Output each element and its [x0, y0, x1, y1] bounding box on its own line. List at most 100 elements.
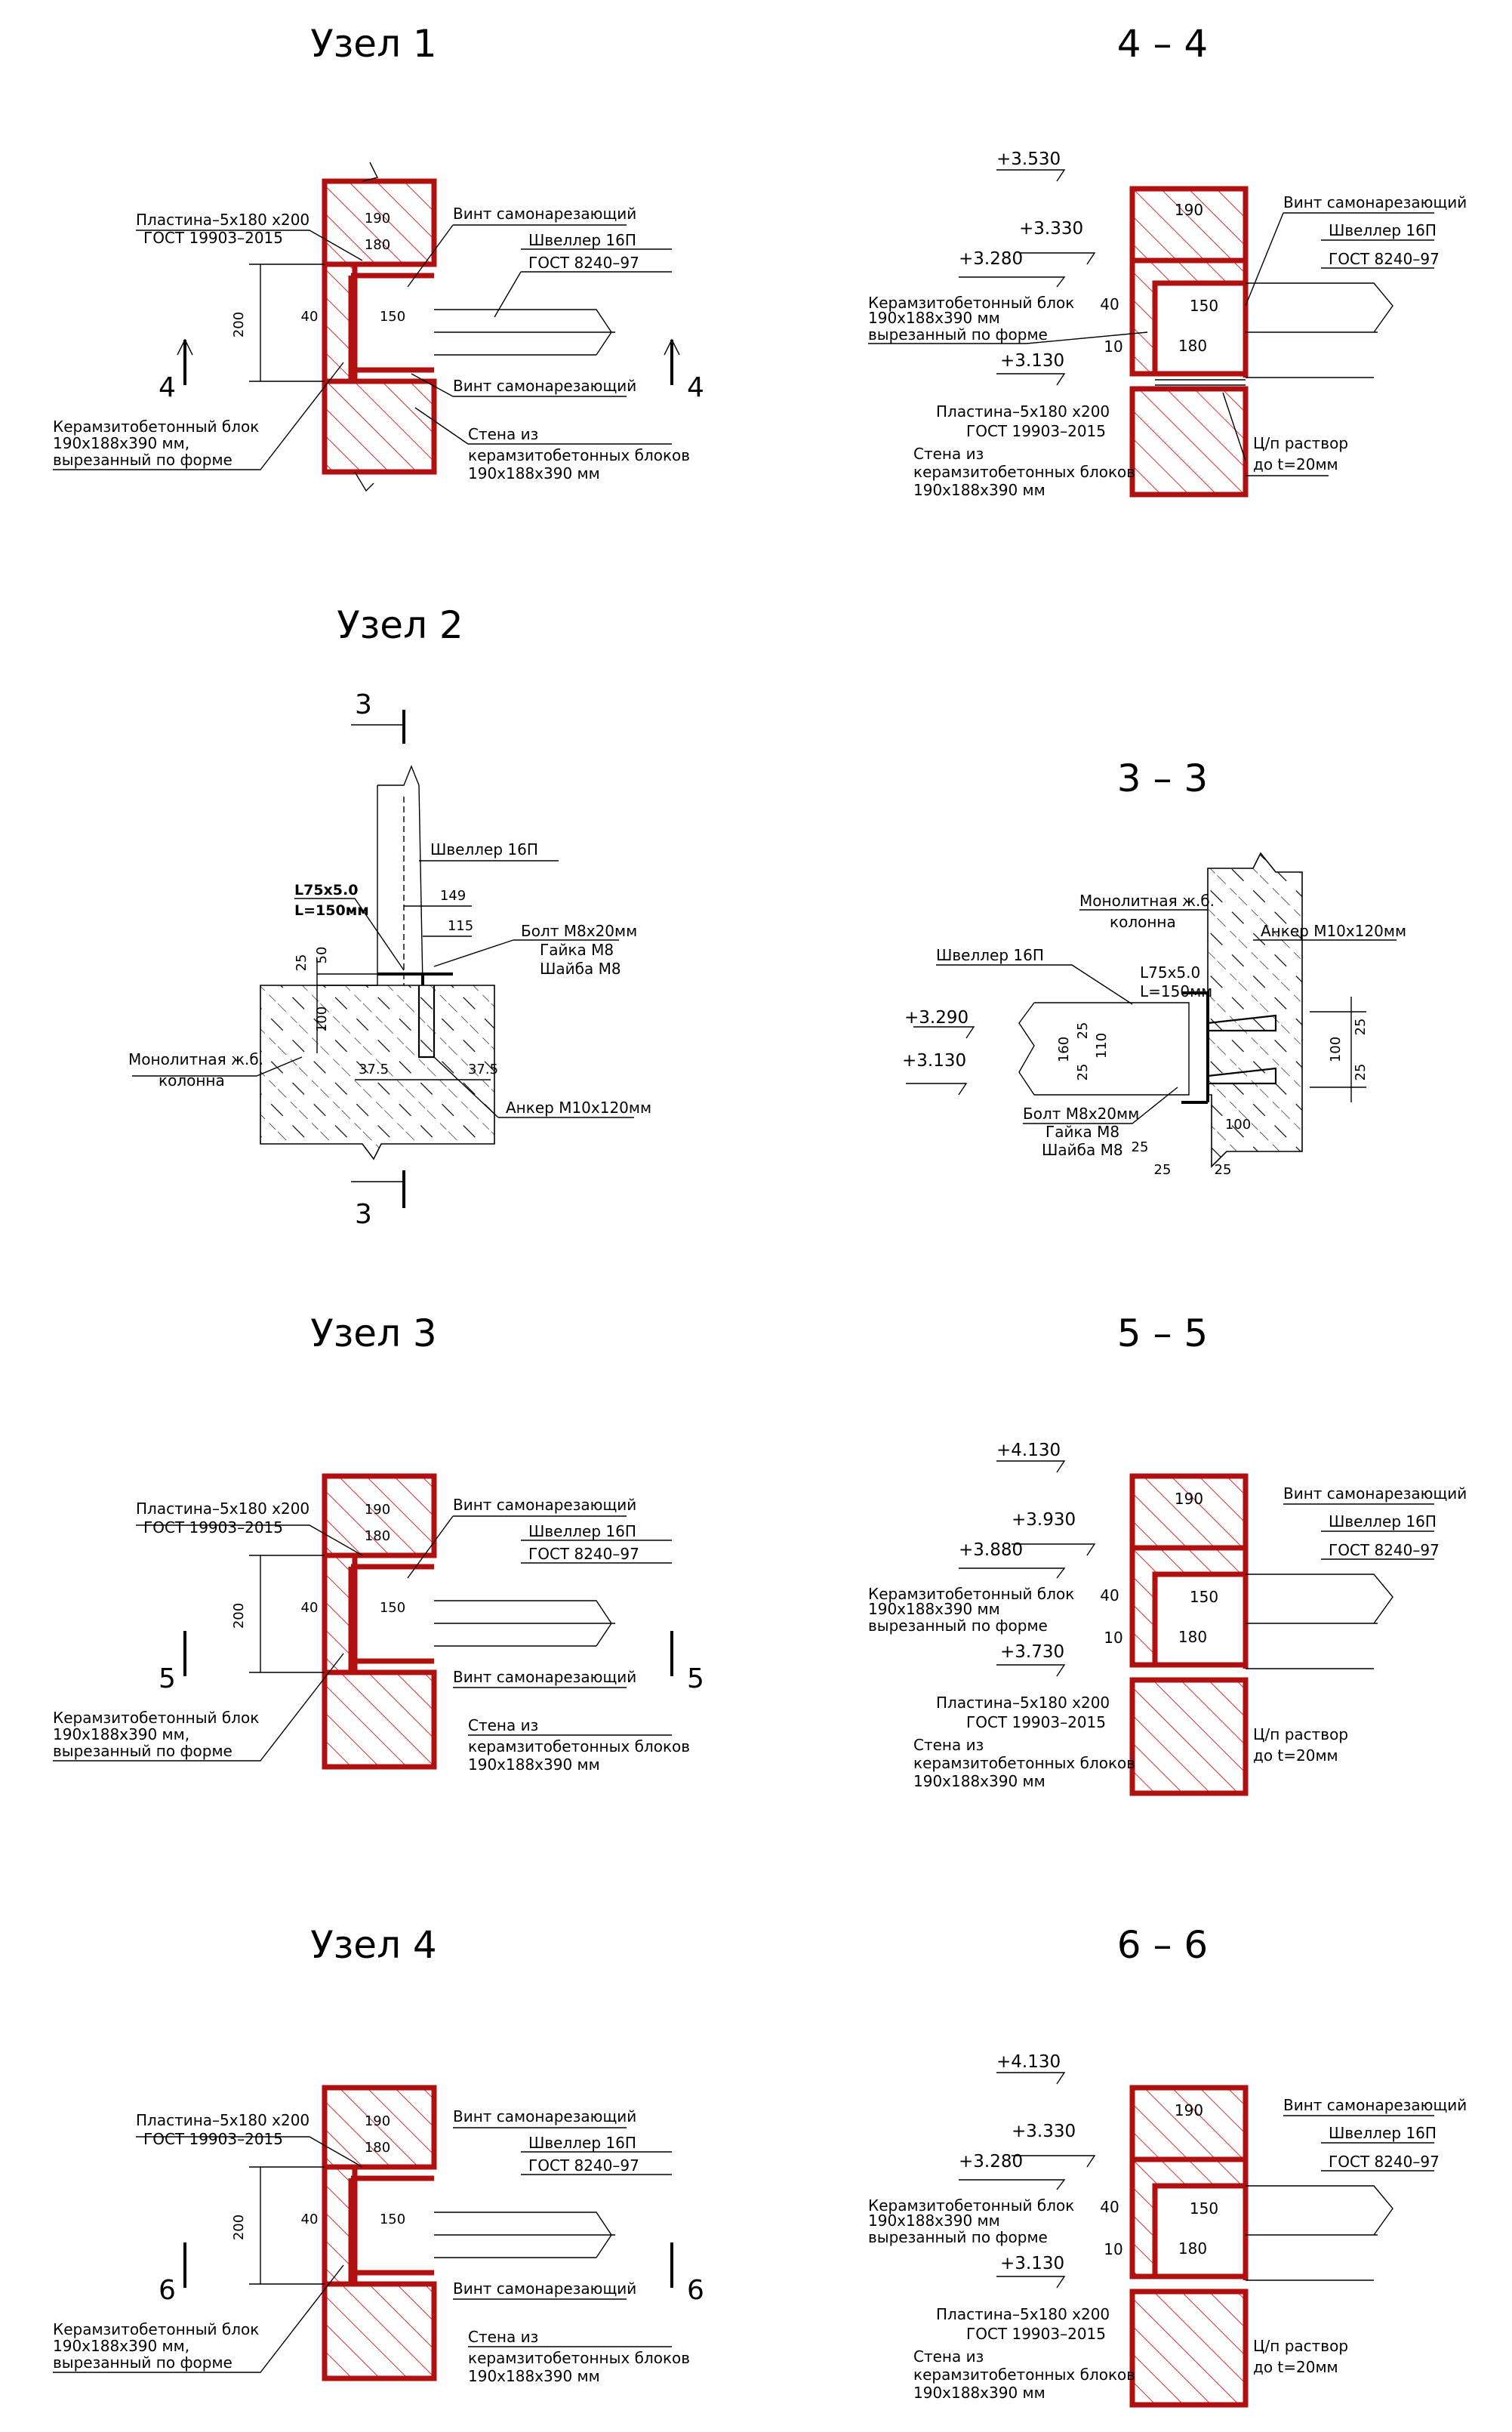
node1-channel-label: Швеллер 16П [528, 231, 636, 249]
s44-block-cut: вырезанный по форме [868, 325, 1048, 344]
node2-anchor-label: Анкер М10х120мм [506, 1099, 651, 1117]
node3-screw2-label: Винт самонарезающий [453, 1668, 636, 1686]
s33-channel [1018, 1002, 1190, 1096]
node1-leader-channel [494, 248, 672, 318]
node2-column [260, 985, 495, 1161]
s55-dim-150: 150 [1190, 1588, 1218, 1606]
node4-dim-180: 180 [365, 2140, 390, 2156]
node1-block-label: Керамзитобетонный блок [53, 418, 259, 436]
node2-dim-149: 149 [440, 888, 466, 904]
s66-mortar-label: Ц/п раствор [1253, 2337, 1348, 2355]
s55-level-3: +3.880 [959, 1540, 1023, 1560]
s44-dim-190: 190 [1175, 201, 1203, 219]
s33-dim-25e: 25 [1215, 1162, 1232, 1178]
s44-level-2: +3.330 [1019, 219, 1083, 239]
title-node4: Узел 4 [310, 1923, 436, 1967]
title-section-4-4: 4 – 4 [1117, 22, 1208, 66]
node2-dim-100: 100 [314, 1006, 330, 1032]
node4-dim-190: 190 [365, 2113, 390, 2129]
node4-cut-6-right: 6 [687, 2275, 704, 2306]
s44-upper-block [1129, 186, 1249, 264]
node3-block-size: 190х188х390 мм, [53, 1725, 189, 1743]
node2-bolt-label: Болт М8х20мм [521, 922, 637, 940]
s55-level-1: +4.130 [996, 1441, 1061, 1460]
node4-screw2-label: Винт самонарезающий [453, 2279, 636, 2298]
s44-plate-gost: ГОСТ 19903–2015 [966, 422, 1106, 440]
node4-plan: 190 180 150 40 200 6 6 Пластина–5х180 х2… [53, 2085, 704, 2385]
s44-level-1: +3.530 [996, 149, 1061, 169]
node1-plate-label: Пластина–5х180 х200 [136, 211, 309, 229]
node2-dim-37-left: 37.5 [359, 1062, 389, 1077]
s33-level-1: +3.290 [904, 1008, 968, 1028]
s44-channel-label: Швеллер 16П [1329, 221, 1437, 239]
node1-dim-150: 150 [380, 309, 405, 325]
node3-wall-size: 190х188х390 мм [468, 1755, 600, 1774]
node4-block-label: Керамзитобетонный блок [53, 2320, 259, 2338]
node3-dim-150: 150 [380, 1600, 405, 1616]
node4-dim-200: 200 [231, 2215, 247, 2240]
s44-block-label: Керамзитобетонный блок [868, 294, 1074, 312]
node4-wall-material: керамзитобетонных блоков [468, 2349, 690, 2367]
s33-dim-25a: 25 [1075, 1022, 1091, 1040]
node1-channel [325, 261, 434, 381]
s33-dim-160: 160 [1056, 1037, 1072, 1062]
s55-block-size: 190х188х390 мм [868, 1600, 1000, 1618]
node1-cut-4-marks [183, 340, 673, 385]
s33-washer-label: Шайба М8 [1042, 1141, 1123, 1159]
s55-dim-40: 40 [1100, 1586, 1119, 1604]
s44-dim-180: 180 [1178, 337, 1207, 355]
node2-angle-length: L=150мм [294, 902, 369, 919]
node1-wall-material: керамзитобетонных блоков [468, 446, 690, 464]
node1-dim-190: 190 [365, 211, 390, 227]
s66-block-cut: вырезанный по форме [868, 2228, 1048, 2246]
s66-screw-label: Винт самонарезающий [1283, 2096, 1467, 2114]
node3-channel-gost: ГОСТ 8240–97 [528, 1545, 639, 1563]
node3-wall-label: Стена из [468, 1716, 538, 1734]
s66-level-4: +3.130 [1000, 2254, 1064, 2273]
s33-column-label: Монолитная ж.б. [1079, 892, 1215, 910]
s55-dim-10: 10 [1104, 1629, 1122, 1647]
s55-dim-180: 180 [1178, 1628, 1207, 1646]
node4-plate-gost: ГОСТ 19903–2015 [143, 2130, 283, 2148]
node3-dim-180: 180 [365, 1528, 390, 1544]
s33-dim-25f: 25 [1353, 1019, 1369, 1036]
node2-column-label: Монолитная ж.б. [128, 1050, 263, 1068]
s44-dim-40: 40 [1100, 295, 1119, 313]
s66-block-label: Керамзитобетонный блок [868, 2196, 1074, 2215]
node3-block-cut: вырезанный по форме [53, 1742, 232, 1760]
node3-dim-190: 190 [365, 1502, 390, 1518]
s55-plate-gost: ГОСТ 19903–2015 [966, 1713, 1106, 1731]
s44-channel-gost: ГОСТ 8240–97 [1329, 250, 1440, 268]
node4-screw-label: Винт самонарезающий [453, 2107, 636, 2125]
node3-channel-label: Швеллер 16П [528, 1522, 636, 1540]
s33-channel-label: Швеллер 16П [936, 946, 1044, 964]
node2-column-label2: колонна [159, 1071, 225, 1090]
s66-wall-label: Стена из [913, 2347, 984, 2366]
node2-channel-edge [377, 765, 423, 986]
s44-block-size: 190х188х390 мм [868, 309, 1000, 327]
s55-level-4: +3.730 [1000, 1642, 1064, 1662]
s55-wall-label: Стена из [913, 1736, 984, 1754]
s33-angle-length: L=150мм [1140, 982, 1212, 1000]
s66-wall-material: керамзитобетонных блоков [913, 2366, 1135, 2384]
node2-dim-37-right: 37.5 [468, 1062, 498, 1077]
title-node3: Узел 3 [310, 1312, 436, 1355]
s33-dim-100: 100 [1225, 1117, 1251, 1133]
node2-angle-label: L75х5.0 [294, 882, 358, 899]
s33-dim-100v: 100 [1328, 1037, 1344, 1062]
s66-dim-10: 10 [1104, 2240, 1122, 2258]
node4-block-size: 190х188х390 мм, [53, 2337, 189, 2355]
node4-dim-40: 40 [301, 2212, 319, 2227]
s66-level-2: +3.330 [1012, 2122, 1076, 2141]
node3-plan: 190 180 150 40 200 5 5 Пластина–5х180 х2… [53, 1473, 704, 1774]
node3-block-label: Керамзитобетонный блок [53, 1709, 259, 1727]
s55-channel-label: Швеллер 16П [1329, 1512, 1437, 1530]
node4-block-cut: вырезанный по форме [53, 2353, 232, 2372]
node4-plate-label: Пластина–5х180 х200 [136, 2111, 309, 2129]
s55-dim-190: 190 [1175, 1490, 1203, 1508]
node1-cut-4-right: 4 [687, 372, 704, 403]
s44-channel-break [1246, 282, 1393, 378]
s66-channel-gost: ГОСТ 8240–97 [1329, 2153, 1440, 2171]
node3-dim-40: 40 [301, 1600, 319, 1616]
